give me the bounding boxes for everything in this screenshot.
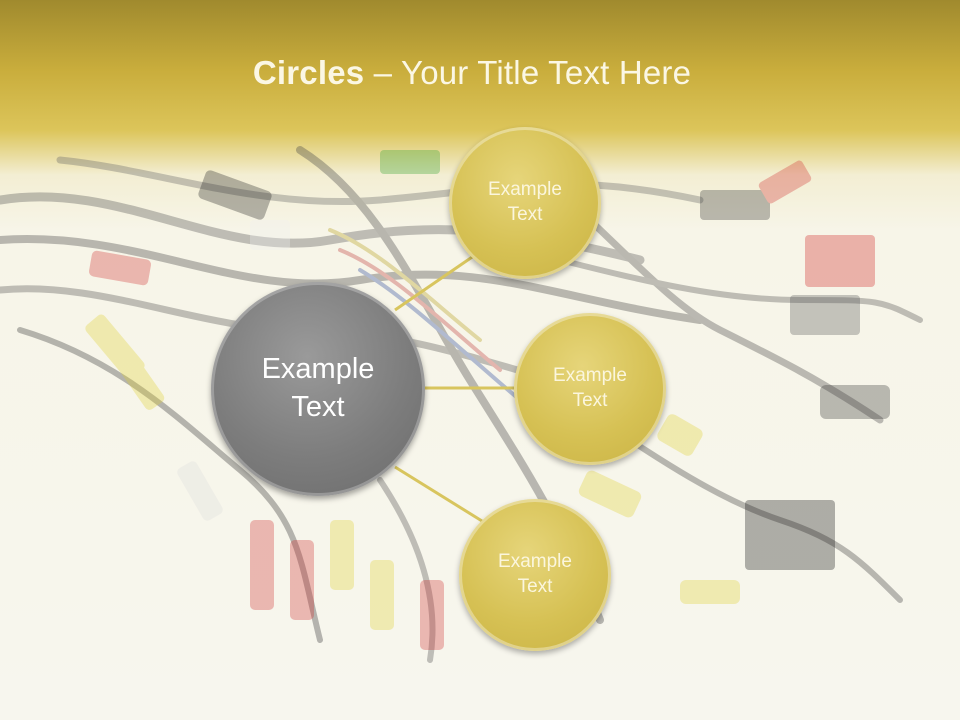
- satellite-circle-top[interactable]: Example Text: [449, 127, 601, 279]
- title-bold-part: Circles: [252, 54, 365, 91]
- satellite-circle-text: Example Text: [553, 365, 627, 411]
- satellite-circle-middle[interactable]: Example Text: [514, 313, 666, 465]
- slide-title: Circles – Your Title Text Here: [0, 54, 944, 92]
- title-rest: – Your Title Text Here: [364, 54, 692, 91]
- center-circle[interactable]: Example Text: [211, 282, 425, 496]
- satellite-circle-bottom[interactable]: Example Text: [459, 499, 611, 651]
- satellite-circle-text: Example Text: [498, 551, 572, 597]
- center-circle-text: Example Text: [261, 353, 375, 423]
- satellite-circle-text: Example Text: [488, 179, 562, 225]
